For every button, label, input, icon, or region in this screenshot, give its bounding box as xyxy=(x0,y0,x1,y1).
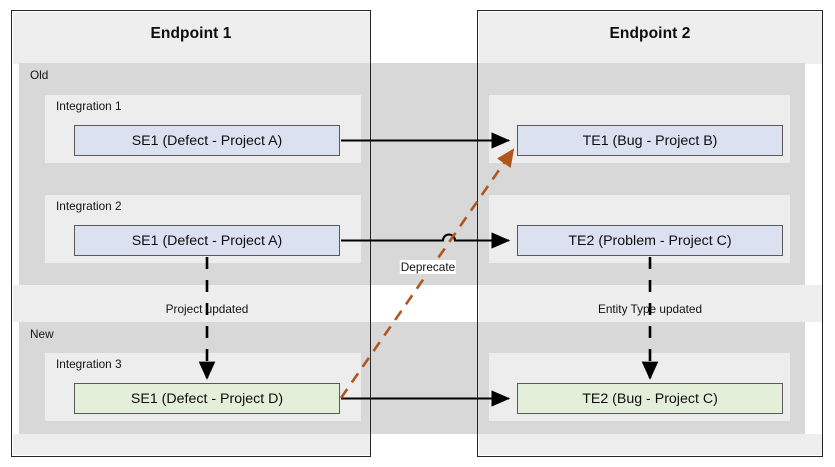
endpoint-2-header-fill xyxy=(478,11,822,64)
integration-label-3: Integration 3 xyxy=(56,357,122,371)
entity-box-se1-project-a-1[interactable]: SE1 (Defect - Project A) xyxy=(74,125,340,156)
endpoint-1-header-fill xyxy=(12,11,370,64)
entity-label: TE2 (Bug - Project C) xyxy=(582,390,718,407)
entity-label: SE1 (Defect - Project A) xyxy=(131,132,283,149)
endpoint-2-title: Endpoint 2 xyxy=(609,25,691,42)
entity-label: TE1 (Bug - Project B) xyxy=(582,132,718,149)
entity-label: SE1 (Defect - Project D) xyxy=(130,390,284,407)
entity-box-te1-bug-project-b[interactable]: TE1 (Bug - Project B) xyxy=(517,125,783,156)
edge-label-project-updated: Project updated xyxy=(165,302,249,316)
integration-label-1: Integration 1 xyxy=(56,99,122,113)
entity-label: TE2 (Problem - Project C) xyxy=(568,232,732,249)
edge-label-entity-type-updated: Entity Type updated xyxy=(597,302,703,316)
endpoint-2-footer-fill xyxy=(478,434,822,455)
entity-label: SE1 (Defect - Project A) xyxy=(131,232,283,249)
entity-box-se1-project-d[interactable]: SE1 (Defect - Project D) xyxy=(74,383,340,414)
entity-box-se1-project-a-2[interactable]: SE1 (Defect - Project A) xyxy=(74,225,340,256)
endpoint-1-mid-fill xyxy=(12,285,370,322)
edge-label-deprecate: Deprecate xyxy=(399,260,457,274)
group-label-new: New xyxy=(30,327,54,341)
endpoint-1-title: Endpoint 1 xyxy=(150,25,232,42)
integration-label-2: Integration 2 xyxy=(56,199,122,213)
endpoint-1-footer-fill xyxy=(12,434,370,455)
entity-box-te2-bug-project-c[interactable]: TE2 (Bug - Project C) xyxy=(517,383,783,414)
entity-box-te2-problem-project-c[interactable]: TE2 (Problem - Project C) xyxy=(517,225,783,256)
group-label-old: Old xyxy=(30,68,49,82)
